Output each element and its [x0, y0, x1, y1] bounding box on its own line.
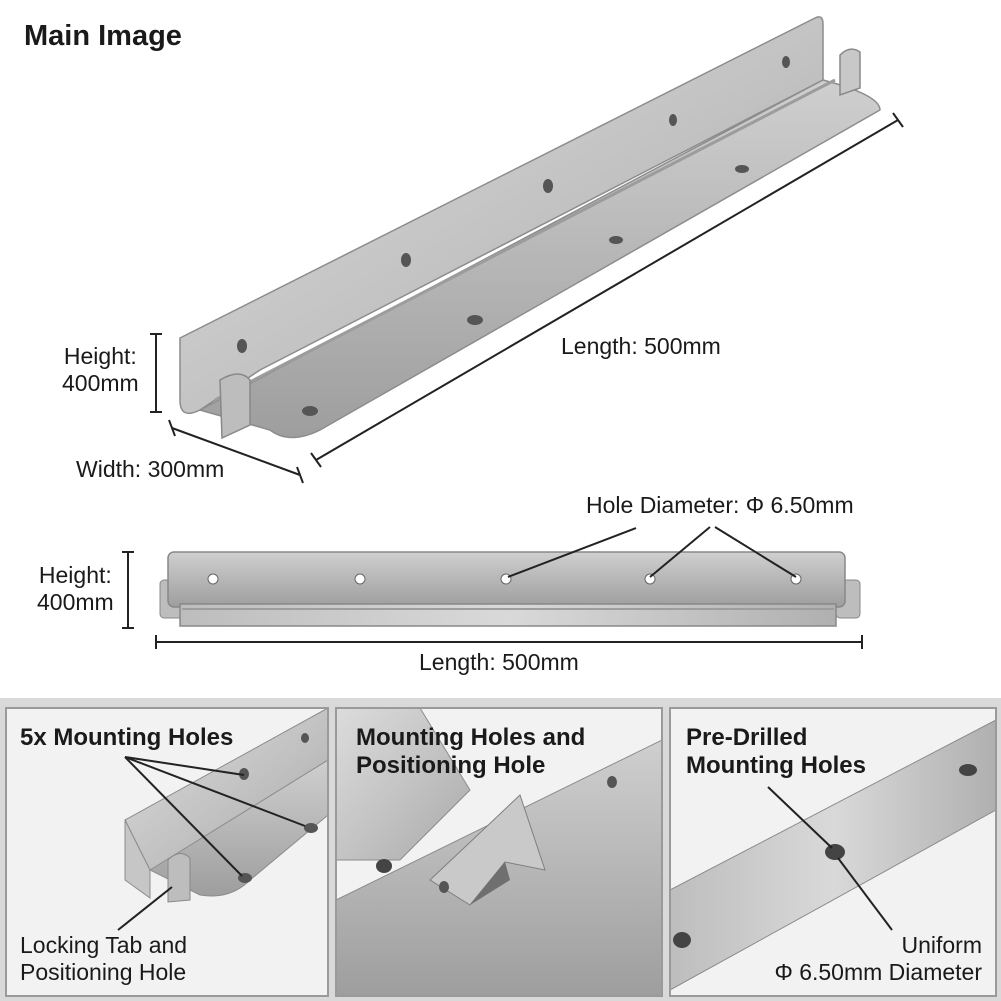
main-height-label: Height: 400mm — [62, 343, 139, 396]
front-length-label: Length: 500mm — [419, 649, 579, 675]
detail-panel-3 — [669, 707, 997, 997]
front-view-bracket — [159, 551, 861, 627]
main-image-title: Main Image — [24, 20, 182, 52]
front-dimension-lines — [122, 526, 863, 649]
panel-3-note: Uniform Φ 6.50mm Diameter — [774, 932, 982, 985]
main-width-label: Width: 300mm — [76, 456, 225, 482]
detail-panel-1 — [5, 707, 329, 997]
front-height-label: Height: 400mm — [37, 562, 114, 615]
main-length-label: Length: 500mm — [561, 333, 721, 359]
panel-3-title: Pre-Drilled Mounting Holes — [686, 724, 866, 779]
hole-diameter-label: Hole Diameter: Φ 6.50mm — [586, 492, 854, 518]
panel-1-title: 5x Mounting Holes — [20, 724, 234, 751]
main-dimension-lines — [150, 112, 904, 484]
panel-1-note: Locking Tab and Positioning Hole — [20, 932, 188, 985]
panel-2-title: Mounting Holes and Positioning Hole — [356, 724, 586, 779]
detail-panel-2 — [335, 707, 663, 997]
main-bracket — [179, 16, 881, 440]
